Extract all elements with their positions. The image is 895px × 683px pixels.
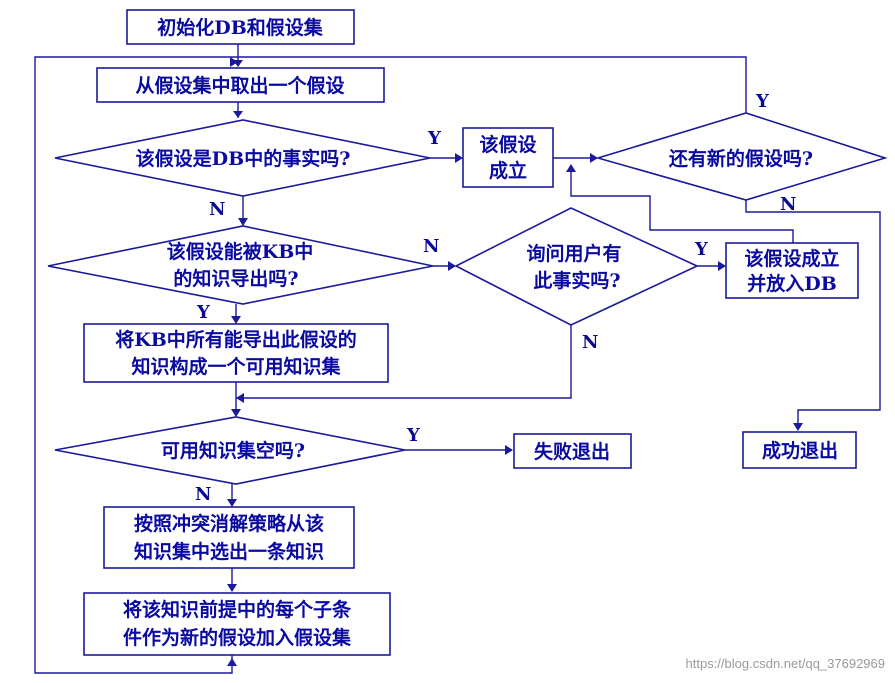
yes-label: Y: [755, 91, 770, 112]
no-label: N: [209, 199, 225, 220]
arrowhead: [231, 409, 241, 417]
is-fact-label: 该假设是DB中的事实吗?: [136, 147, 351, 170]
init-box: 初始化DB和假设集: [126, 9, 355, 45]
collect-knowledge-box: 将KB中所有能导出此假设的 知识构成一个可用知识集: [83, 323, 389, 383]
no-label: N: [780, 194, 796, 215]
watermark-text: https://blog.csdn.net/qq_37692969: [686, 656, 886, 671]
collect-knowledge-line-2: 知识构成一个可用知识集: [131, 355, 341, 378]
yes-label: Y: [694, 239, 709, 260]
set-empty-label: 可用知识集空吗?: [161, 439, 305, 462]
add-new-hypotheses-line-1: 将该知识前提中的每个子条: [123, 598, 352, 621]
arrowhead: [505, 445, 513, 455]
arrowhead: [236, 393, 244, 403]
more-hypotheses-decision: 还有新的假设吗?: [595, 112, 888, 201]
select-knowledge-line-2: 知识集中选出一条知识: [134, 540, 324, 563]
init-label: 初始化DB和假设集: [157, 16, 324, 39]
no-label: N: [582, 332, 598, 353]
arrowhead: [455, 153, 463, 163]
take-hypothesis-box: 从假设集中取出一个假设: [96, 67, 385, 103]
can-derive-line-1: 该假设能被KB中: [167, 240, 314, 263]
ask-user-decision: 询问用户有 此事实吗?: [454, 207, 699, 326]
set-empty-decision: 可用知识集空吗?: [54, 416, 406, 485]
no-label: N: [423, 236, 439, 257]
yes-label: Y: [427, 128, 442, 149]
arrowhead: [793, 423, 803, 431]
arrowhead: [238, 218, 248, 226]
arrow-heads: [227, 57, 803, 666]
yes-label: Y: [406, 425, 421, 446]
more-hypotheses-label: 还有新的假设吗?: [668, 147, 813, 170]
arrowhead: [227, 584, 237, 592]
branch-labels: Y Y N N N Y Y N Y N: [195, 91, 796, 505]
select-knowledge-box: 按照冲突消解策略从该 知识集中选出一条知识: [103, 506, 355, 569]
hold-and-add-line-1: 该假设成立: [744, 247, 839, 270]
arrowhead: [231, 316, 241, 324]
can-derive-decision: 该假设能被KB中 的知识导出吗?: [47, 225, 434, 305]
is-fact-decision: 该假设是DB中的事实吗?: [54, 119, 431, 197]
arrowhead: [718, 261, 726, 271]
arrowhead: [227, 499, 237, 507]
success-exit-box: 成功退出: [742, 431, 857, 469]
ask-user-line-1: 询问用户有: [526, 242, 621, 265]
arrowhead: [566, 164, 576, 172]
success-exit-label: 成功退出: [762, 439, 838, 462]
hypothesis-holds-box: 该假设 成立: [462, 127, 554, 188]
ask-user-line-2: 此事实吗?: [533, 269, 620, 292]
connectors: [34, 44, 881, 674]
collect-knowledge-line-1: 将KB中所有能导出此假设的: [115, 328, 357, 351]
select-knowledge-line-1: 按照冲突消解策略从该: [134, 512, 324, 535]
arrowhead: [448, 261, 456, 271]
can-derive-line-2: 的知识导出吗?: [173, 267, 298, 290]
add-new-hypotheses-box: 将该知识前提中的每个子条 件作为新的假设加入假设集: [83, 592, 391, 656]
hypothesis-holds-line-1: 该假设: [479, 133, 536, 156]
fail-exit-box: 失败退出: [513, 433, 632, 469]
arrowhead: [233, 111, 243, 118]
add-new-hypotheses-line-2: 件作为新的假设加入假设集: [123, 626, 352, 649]
hold-and-add-line-2: 并放入DB: [747, 272, 837, 295]
fail-exit-label: 失败退出: [534, 440, 610, 463]
arrowhead: [230, 57, 238, 67]
arrowhead: [227, 658, 237, 666]
take-hypothesis-label: 从假设集中取出一个假设: [135, 74, 344, 97]
hypothesis-holds-line-2: 成立: [489, 159, 527, 182]
hold-and-add-box: 该假设成立 并放入DB: [725, 242, 859, 299]
no-label: N: [195, 484, 211, 505]
arrowhead: [590, 153, 598, 163]
yes-label: Y: [196, 302, 211, 323]
